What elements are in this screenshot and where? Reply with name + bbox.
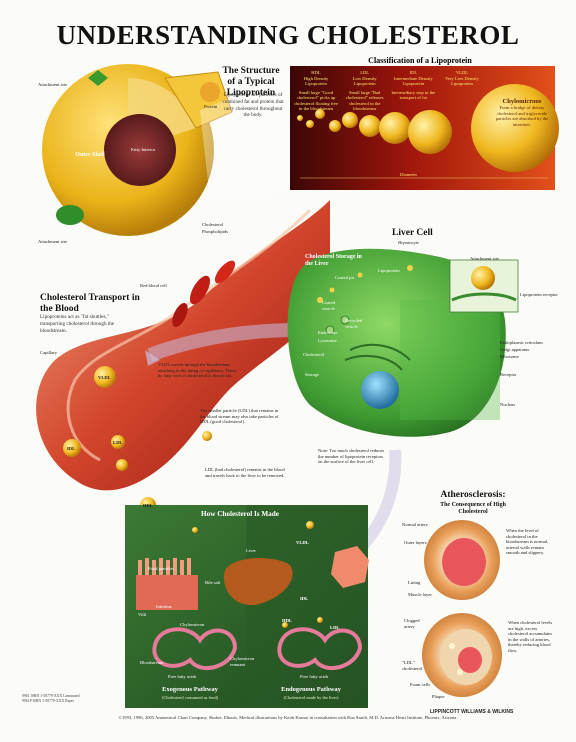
classification-panel bbox=[290, 66, 559, 190]
label-foam-cells: Foam cells bbox=[410, 682, 431, 687]
how-made-heading: How Cholesterol Is Made bbox=[201, 510, 279, 518]
label-free-fatty-acids: Free fatty acids bbox=[168, 674, 197, 679]
label-bile-salt: Bile salt bbox=[205, 580, 221, 585]
label-ribosome: Ribosome bbox=[500, 354, 519, 359]
label-idl-made: IDL bbox=[300, 596, 309, 601]
normal-text: When the level of cholesterol in the blo… bbox=[506, 528, 549, 555]
how-made-panel bbox=[125, 505, 369, 708]
label-golgi: Golgi apparatus bbox=[500, 347, 530, 352]
particle-ldl: LDL bbox=[113, 440, 123, 445]
exogenous-sub: (Cholesterol consumed as food) bbox=[162, 695, 218, 700]
label-free-fatty-acids-2: Free fatty acids bbox=[300, 674, 329, 679]
label-outer-shell: Outer Shell bbox=[75, 152, 105, 158]
type-idl: IDL Intermediate Density Lipoprotein Int… bbox=[391, 70, 436, 100]
type-ldl: LDL Low Density Lipoprotein Small large … bbox=[345, 70, 384, 111]
label-ldl-made: LDL bbox=[330, 625, 340, 630]
publisher-logo: LIPPINCOTT WILLIAMS & WILKINS bbox=[430, 709, 514, 715]
label-fatty-interior: Fatty Interior bbox=[130, 147, 156, 152]
label-recycled-vesicle: Recycled vesicle bbox=[345, 318, 363, 329]
label-capillary: Capillary bbox=[40, 350, 58, 355]
liver-cell-subheading: Hepatocyte bbox=[398, 240, 419, 245]
label-bloodstream: Bloodstream bbox=[140, 660, 164, 665]
storage-heading: Cholesterol Storage in the Liver bbox=[305, 254, 362, 267]
clogged-text: When cholesterol levels are high, excess… bbox=[508, 620, 553, 653]
label-phospholipids: Phospholipids bbox=[202, 229, 229, 234]
label-storage: Storage bbox=[305, 372, 320, 377]
label-muscle-layer: Muscle layer bbox=[408, 592, 432, 597]
athero-heading: Atherosclerosis: bbox=[440, 490, 506, 500]
label-attachment-top: Attachment site bbox=[38, 82, 67, 87]
label-chylomicron-remnant: Chylomicron remnant bbox=[230, 656, 255, 667]
label-ldl-cholesterol: "LDL" cholesterol bbox=[402, 660, 423, 671]
small-particle-note: The smaller particle (LDL) that remains … bbox=[200, 408, 279, 424]
label-coated-pit: Coated pit bbox=[335, 275, 355, 280]
label-normal-artery: Normal artery bbox=[402, 522, 428, 527]
exogenous-pathway: Exogenous Pathway bbox=[162, 686, 218, 693]
label-endoplasmic: Endoplasmic reticulum bbox=[500, 340, 543, 345]
label-coated-vesicle: Coated vesicle bbox=[322, 300, 336, 311]
label-attachment-bottom: Attachment site bbox=[38, 239, 67, 244]
scale-label: Diameter bbox=[400, 172, 418, 177]
label-protein: Protein bbox=[204, 104, 218, 109]
type-vldl: VLDL Very Low Density Lipoprotein bbox=[445, 70, 479, 86]
label-attachment-site: Attachment site bbox=[470, 256, 499, 261]
transport-text: Lipoproteins act as "fat shuttles," tran… bbox=[40, 314, 115, 334]
label-villi: Villi bbox=[138, 612, 147, 617]
blood-vessel bbox=[36, 200, 331, 513]
endogenous-pathway: Endogenous Pathway bbox=[281, 686, 341, 693]
athero-subheading: The Consequence of High Cholesterol bbox=[440, 502, 506, 515]
catalog-numbers: 9961 ISBN 1-58779-XXX Laminated 9961P IS… bbox=[22, 694, 80, 703]
liver-cell-illustration bbox=[287, 248, 519, 437]
label-cholesterol-cell: Cholesterol bbox=[303, 352, 325, 357]
endogenous-sub: (Cholesterol made by the liver) bbox=[283, 695, 339, 700]
classification-heading: Classification of a Lipoprotein bbox=[368, 56, 472, 65]
label-hdl-made: HDL bbox=[282, 618, 292, 623]
ldl-note: LDL (bad cholesterol) remains in the blo… bbox=[205, 467, 285, 478]
label-intestine: Intestine bbox=[156, 604, 172, 609]
chylomicron-block: Chylomicrons Form a bridge of dietary ch… bbox=[495, 98, 549, 127]
label-receptor: Receptor bbox=[500, 372, 517, 377]
label-chylomicron: Chylomicron bbox=[180, 622, 205, 627]
label-nucleus: Nucleus bbox=[500, 402, 516, 407]
liver-note: Note: Too much cholesterol reduces the n… bbox=[318, 448, 385, 464]
label-cholesterol: Cholesterol bbox=[202, 222, 224, 227]
lipoprotein-text: Lipoproteins are particles of combined f… bbox=[222, 92, 284, 119]
transport-heading: Cholesterol Transport in the Blood bbox=[40, 293, 140, 314]
label-lipoprotein-receptor: Lipoprotein receptor bbox=[520, 292, 558, 297]
particle-hdl: HDL bbox=[143, 503, 153, 508]
label-red-blood-cell: Red blood cell bbox=[140, 283, 167, 288]
label-clogged-artery: Clogged artery bbox=[404, 618, 420, 629]
type-hdl: HDL High Density Lipoprotein Small large… bbox=[294, 70, 338, 111]
liver-cell-heading: Liver Cell bbox=[392, 228, 433, 238]
particle-vldl: VLDL bbox=[98, 375, 111, 380]
label-outer-layers: Outer layers bbox=[404, 540, 427, 545]
label-liver: Liver bbox=[246, 548, 256, 553]
artery-illustrations bbox=[422, 520, 502, 697]
label-lysosome: Lysosome bbox=[318, 338, 337, 343]
classification-types: HDL High Density Lipoprotein Small large… bbox=[294, 70, 484, 112]
lipoprotein-sphere bbox=[42, 64, 233, 236]
vldl-note: VLDL travels through the bloodstream, at… bbox=[158, 362, 238, 378]
credits-footer: ©1993, 1996, 2005 Anatomical Chart Compa… bbox=[118, 715, 458, 720]
particle-idl: IDL bbox=[67, 446, 76, 451]
label-endosome: Endosome bbox=[318, 330, 338, 335]
label-lipoprotein: Lipoprotein bbox=[378, 268, 400, 273]
label-food-particles: Food particles bbox=[148, 566, 175, 571]
label-lining: Lining bbox=[408, 580, 421, 585]
lipoprotein-heading: The Structure of a Typical Lipoprotein bbox=[222, 66, 280, 98]
page-title: UNDERSTANDING CHOLESTEROL bbox=[56, 20, 520, 50]
label-plaque: Plaque bbox=[432, 694, 445, 699]
label-vldl-made: VLDL bbox=[296, 540, 309, 545]
